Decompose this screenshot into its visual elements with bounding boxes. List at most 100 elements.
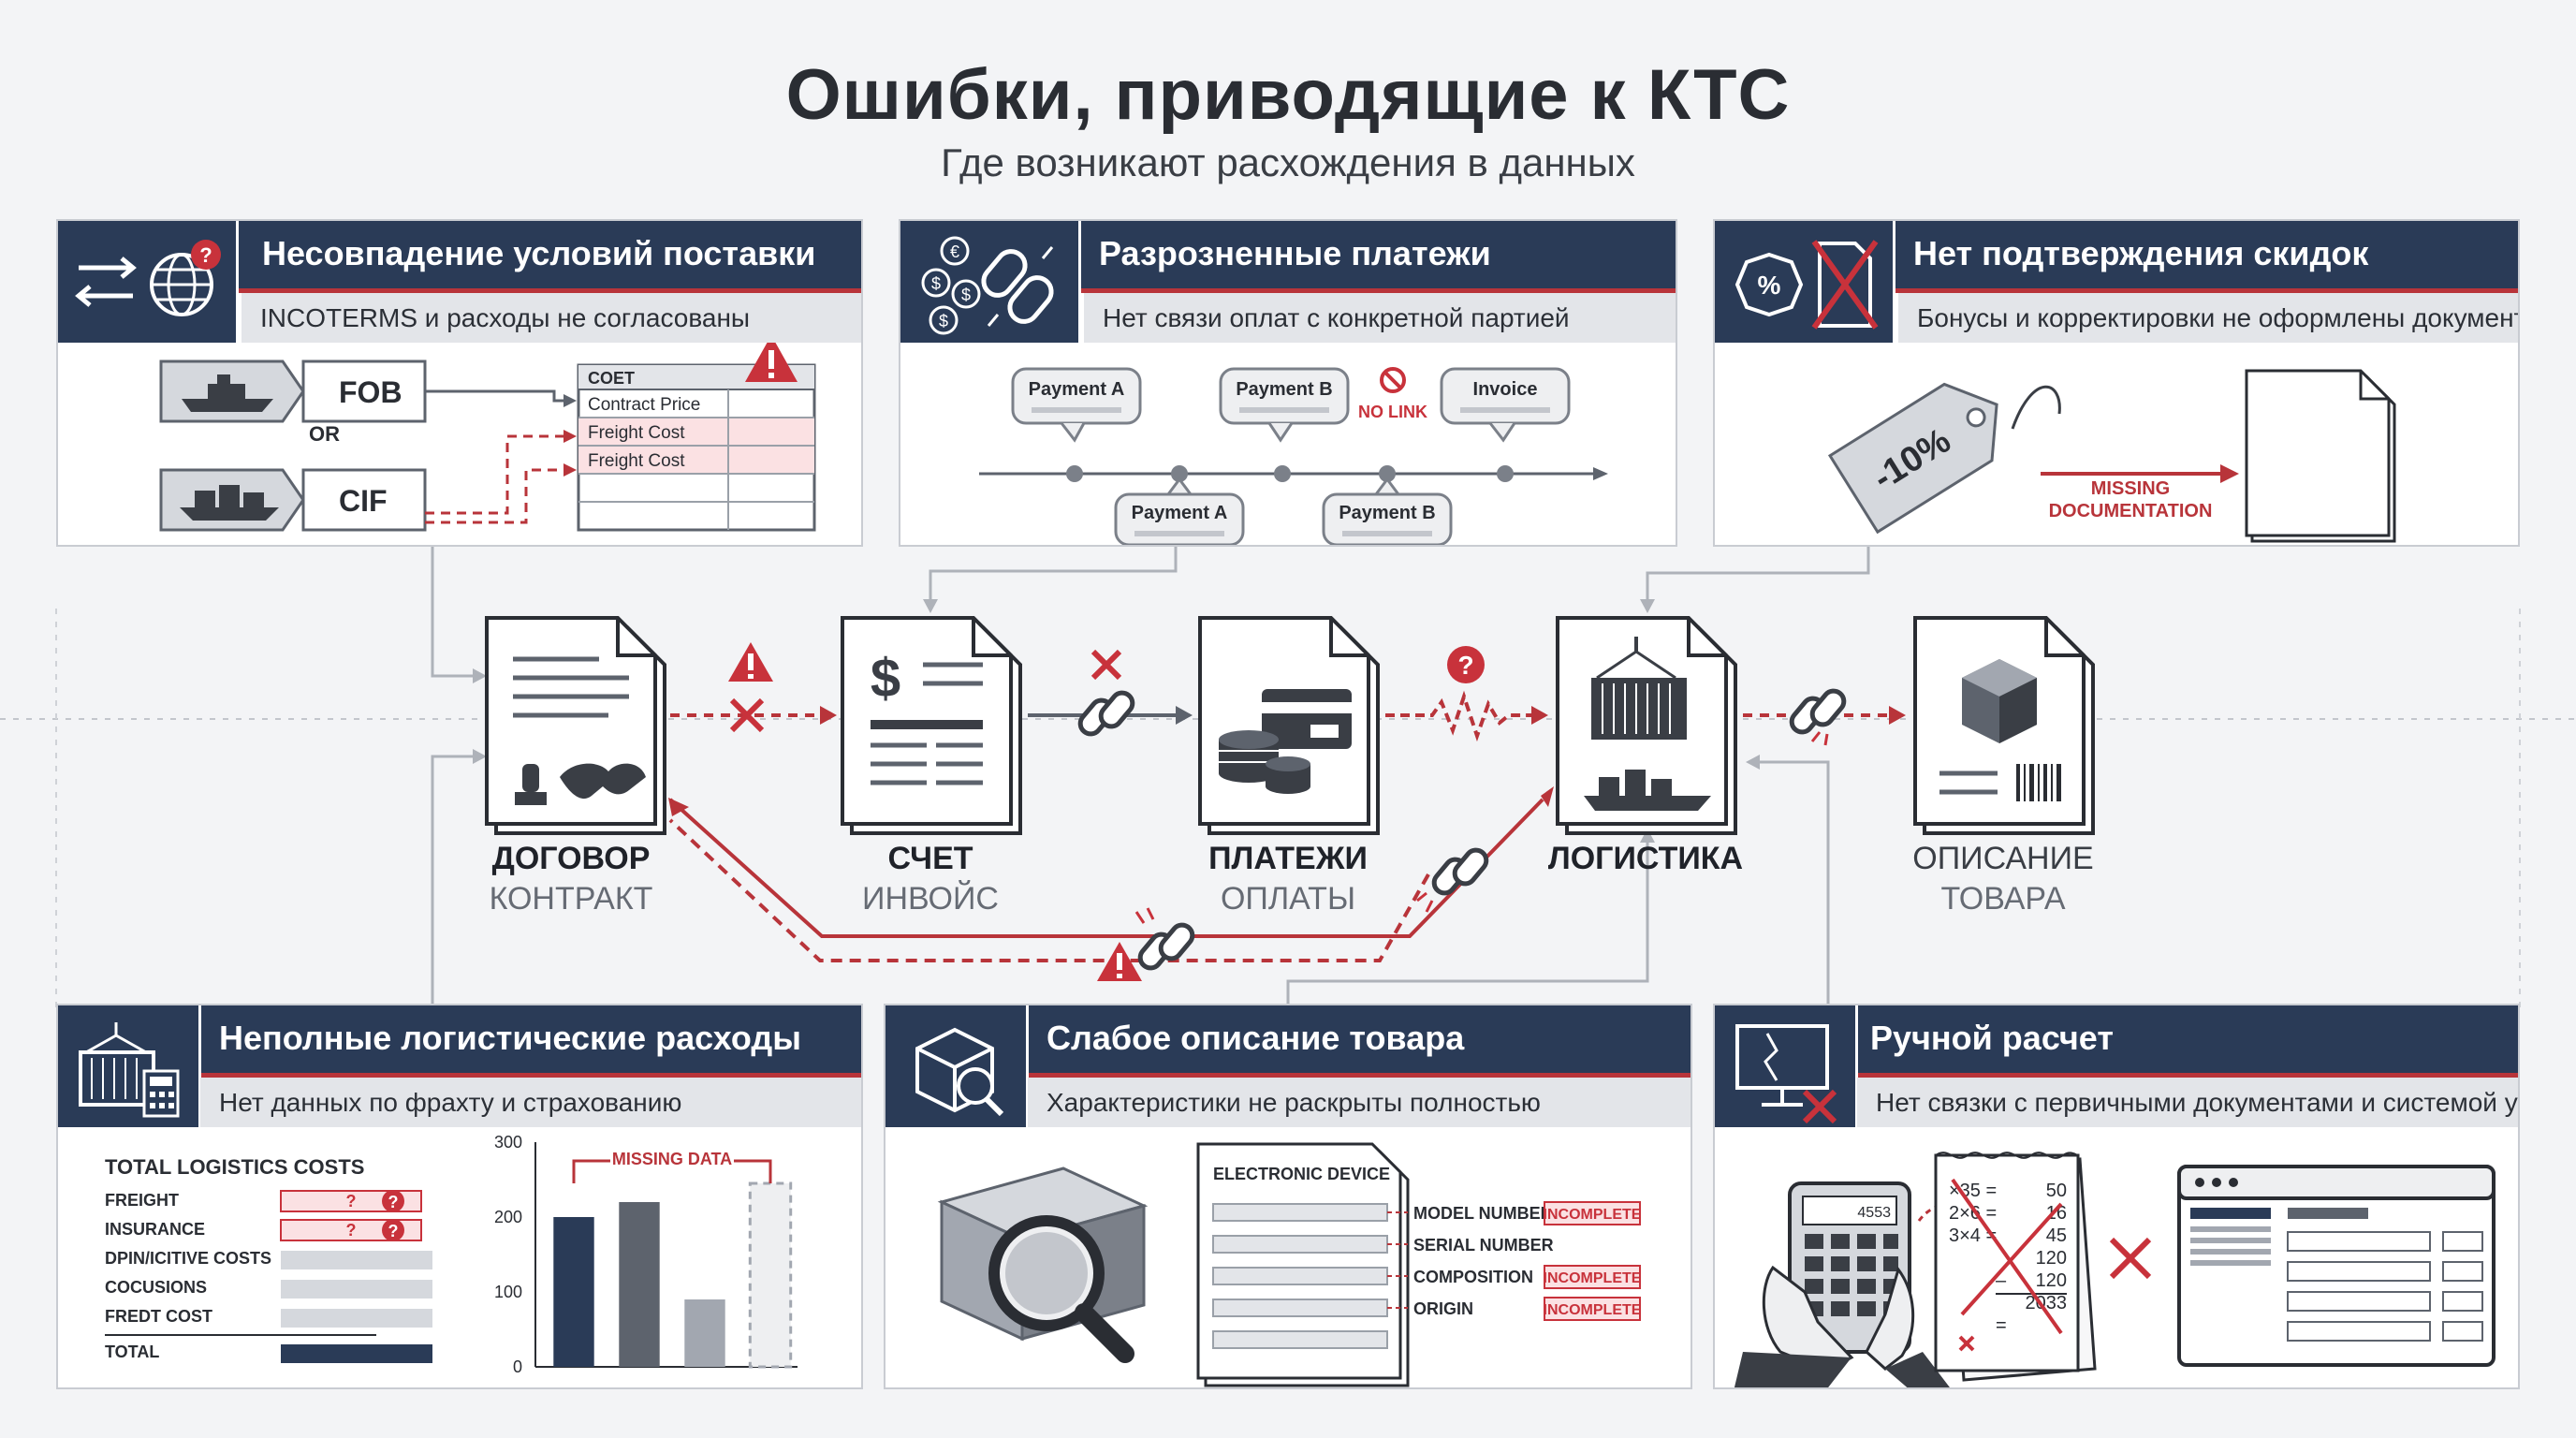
svg-text:45: 45: [2046, 1225, 2067, 1246]
delivery-terms-illustration: FOB OR CIF: [159, 343, 816, 532]
coins-chain-icon: € $ $ $: [921, 236, 1054, 335]
panel-subtitle: Бонусы и корректировки не оформлены доку…: [1898, 293, 2518, 343]
chart-bar: [553, 1217, 594, 1367]
arrow-payments-logistics: ?: [1385, 646, 1548, 742]
cost-row-3: Freight Cost: [588, 451, 685, 471]
svg-text:=: =: [1996, 1315, 2007, 1336]
flow-label-contract: ДОГОВОР КОНТРАКТ: [489, 841, 653, 917]
svg-text:120: 120: [2036, 1270, 2067, 1291]
bubble-invoice-top: Invoice: [1440, 367, 1571, 443]
svg-text:FREIGHT: FREIGHT: [105, 1191, 179, 1210]
spec-field-origin: ORIGIN: [1413, 1299, 1473, 1318]
svg-text:?: ?: [388, 1222, 399, 1240]
broken-chain-icon: [1416, 847, 1489, 913]
panel-title: Слабое описание товара: [1046, 1019, 1465, 1057]
svg-text:120: 120: [2036, 1248, 2067, 1269]
blank-document-icon: [2245, 369, 2396, 543]
svg-text:COCUSIONS: COCUSIONS: [105, 1278, 207, 1297]
svg-text:2×6 =: 2×6 =: [1949, 1203, 1997, 1224]
panel-manual-calc: Ручной расчет Нет связки с первичными до…: [1713, 1004, 2520, 1389]
panel-subtitle: Нет данных по фрахту и страхованию: [200, 1078, 861, 1127]
arrow-contract-invoice: [670, 642, 837, 733]
cif-label: CIF: [339, 484, 388, 518]
panel-icon-area: [886, 1005, 1029, 1127]
missing-doc-line1: MISSING: [2091, 478, 2170, 499]
no-link-icon: [1380, 367, 1406, 393]
flow-label-invoice: СЧЕТ ИНВОЙС: [862, 841, 999, 917]
box-search-icon: [915, 1027, 1004, 1117]
cost-row-2: Freight Cost: [588, 423, 685, 443]
bubble-payment-b-bottom: Payment B: [1322, 477, 1453, 545]
chart-bar: [619, 1202, 660, 1367]
cif-tag: [159, 468, 427, 532]
panel-icon-area: [58, 1005, 201, 1127]
chart-annotation: MISSING DATA: [612, 1150, 732, 1168]
panel-title: Разрозненные платежи: [1099, 234, 1491, 272]
missing-doc-line2: DOCUMENTATION: [2049, 501, 2213, 521]
bubble-payment-b-top: Payment B: [1219, 367, 1350, 443]
error-x-icon: [2109, 1237, 2152, 1280]
spec-field-serial: SERIAL NUMBER: [1413, 1236, 1554, 1255]
chart-bar: [684, 1299, 725, 1367]
warning-icon: [1097, 942, 1142, 981]
svg-text:Payment A: Payment A: [1132, 503, 1228, 523]
payments-document-icon: [1198, 616, 1380, 835]
cost-row-1: Contract Price: [588, 395, 700, 415]
chart-annotation-bg: [610, 1148, 734, 1170]
calculator-icon: 4553: [1734, 1181, 1950, 1387]
bubble-payment-a-top: Payment A: [1011, 367, 1142, 443]
incomplete-badge: INCOMPLETE: [1544, 1207, 1642, 1223]
svg-text:?: ?: [1457, 651, 1473, 680]
panel-icon-area: € $ $ $: [900, 221, 1081, 343]
question-icon: ?: [1447, 646, 1485, 683]
or-label: OR: [309, 422, 340, 446]
spec-field-composition: COMPOSITION: [1413, 1268, 1533, 1286]
panel-payments: € $ $ $ Разрозненные платежи Нет связи о…: [899, 219, 1677, 547]
panel-icon-area: %: [1715, 221, 1895, 343]
magnifier-icon: [988, 1215, 1134, 1363]
question-icon: ?: [382, 1219, 404, 1241]
invoice-document-icon: $: [841, 616, 1022, 835]
panel-subtitle: INCOTERMS и расходы не согласованы: [242, 293, 861, 343]
flow-label-goods: ОПИСАНИЕ ТОВАРА: [1912, 841, 2094, 917]
panel-product-description: Слабое описание товара Характеристики не…: [884, 1004, 1692, 1389]
exchange-globe-icon: ?: [75, 240, 221, 316]
return-arrow-logistics-contract: [668, 786, 1554, 938]
container-calculator-icon: [79, 1022, 180, 1118]
chart-y-tick-label: 0: [513, 1357, 522, 1376]
svg-text:?: ?: [199, 243, 212, 267]
warning-icon: [745, 343, 798, 382]
svg-text:$: $: [961, 286, 971, 304]
costs-table: FREIGHT INSURANCE DPIN/ICITIVE COSTS COC…: [105, 1190, 432, 1363]
page-title: Ошибки, приводящие к КТС: [785, 55, 1791, 135]
dollar-sign: $: [871, 648, 900, 709]
manual-calc-illustration: 4553 ×35 = 2×6 =: [1734, 1152, 2496, 1387]
panel-subtitle: Нет связки с первичными документами и си…: [1857, 1078, 2518, 1127]
chart-bar: [748, 1181, 793, 1369]
panel-delivery-terms: ? Несовпадение условий поставки INCOTERM…: [56, 219, 863, 547]
bubble-payment-a-bottom: Payment A: [1114, 477, 1245, 545]
spec-sheet: ELECTRONIC DEVICE: [1196, 1142, 1410, 1387]
panel-icon-area: [1715, 1005, 1858, 1127]
question-icon: ?: [382, 1190, 404, 1212]
discount-tag-icon: -10%: [1827, 382, 1998, 535]
svg-text:Payment B: Payment B: [1236, 379, 1332, 400]
arrow-invoice-payments: [1028, 649, 1193, 737]
panel-title: Ручной расчет: [1870, 1019, 2114, 1057]
broken-chain-icon: [1077, 690, 1135, 737]
goods-document-icon: [1913, 616, 2095, 835]
spec-field-model: MODEL NUMBER: [1413, 1204, 1553, 1223]
spec-connectors: [1387, 1211, 1408, 1309]
flow-label-logistics: ЛОГИСТИКА: [1547, 841, 1744, 876]
panel-subtitle: Нет связи оплат с конкретной партией: [1084, 293, 1676, 343]
svg-text:Payment B: Payment B: [1339, 503, 1435, 523]
svg-text:Payment A: Payment A: [1029, 379, 1125, 400]
software-window: [2177, 1165, 2496, 1367]
panel-title: Неполные логистические расходы: [219, 1019, 801, 1057]
svg-text:?: ?: [388, 1193, 399, 1211]
incomplete-badge: INCOMPLETE: [1544, 1270, 1642, 1286]
no-link-label: NO LINK: [1358, 403, 1427, 421]
panel-subtitle: Характеристики не раскрыты полностью: [1028, 1078, 1690, 1127]
